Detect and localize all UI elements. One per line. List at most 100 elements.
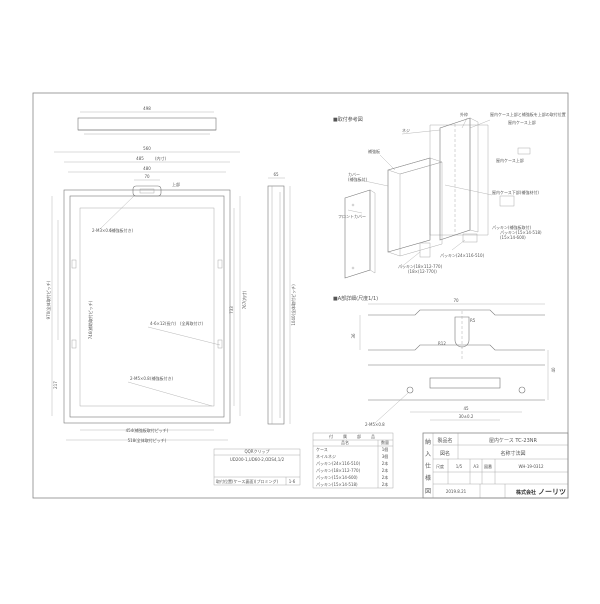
parts-subheader-qty: 数量 [381, 439, 389, 445]
detail-dim-left: 36 [351, 333, 356, 339]
dim-sub-width: 480 [143, 166, 151, 171]
detail-screw-label: 2-M5×0.8 [365, 422, 385, 427]
dim-height-1040: 1040(全体取付ピッチ) [290, 284, 296, 326]
label-case-bottom: 屋内ケース下部(補強材付) [492, 189, 539, 195]
dim-height-733: 733 [229, 306, 234, 314]
tb-side-4: 図 [425, 488, 431, 495]
screw-note: (補強板付き) [110, 227, 134, 233]
label-top2: 屋内ケース上部 [508, 119, 536, 125]
parts-row-2-qty: 2本 [382, 460, 389, 466]
tb-date: 2019.8.21 [446, 489, 467, 494]
packing-block-a [419, 242, 431, 258]
detail-title: ■A部詳細(尺度1/1) [333, 295, 378, 302]
packing-block-c [499, 195, 515, 207]
dim-outer-width: 560 [143, 146, 151, 151]
front-panel-recess [79, 207, 215, 407]
qr-row1: UD200-1,UD60-2,ODS4,1/2 [230, 457, 285, 462]
tb-number-label: 図番 [484, 463, 492, 469]
parts-header-1: 属 [343, 433, 347, 439]
parts-row-4-qty: 2本 [382, 474, 389, 480]
dim-inner-width-note: (内寸) [155, 155, 167, 161]
packing-block-b [462, 233, 478, 243]
top-strip [77, 117, 217, 131]
qr-row2-value: 1-6 [289, 479, 296, 484]
label-reinforce: 補強板 [368, 148, 380, 154]
label-cover: カバー [348, 172, 360, 177]
detail-hole-left [406, 386, 414, 394]
tb-company: 株式会社 [516, 489, 536, 496]
packing-block-d [517, 147, 531, 155]
tb-drawing-name: 名称寸法図 [500, 450, 525, 457]
qr-row2-label: 取付位置(ケース裏面)(プロミング) [216, 478, 278, 484]
dim-bottom-offset: 217 [53, 381, 58, 389]
label-screw: ネジ [402, 127, 410, 133]
detail-upper-edge [368, 309, 545, 316]
detail-dim-bottom2: 30±0.2 [459, 414, 474, 419]
install-view: ■取付参考図 ネジ 外枠 補強板 カバー (補強 [333, 111, 566, 279]
front-cover [344, 189, 371, 279]
parts-row-3-qty: 2本 [382, 467, 389, 473]
tb-side-0: 納 [425, 438, 431, 446]
tb-scale-value: 1/5 [456, 464, 463, 469]
tb-side-1: 入 [425, 451, 431, 458]
detail-dim-top: 70 [453, 298, 459, 303]
label-packing-b: パッキン(18×112-770) [398, 264, 443, 269]
dim-mount-pitch: 746(補助取付ピッチ) [87, 300, 93, 339]
bottom-screw-note: (補強板付き) [150, 375, 174, 381]
detail-r12: R12 [438, 341, 446, 346]
top-slot [132, 185, 162, 197]
label-cover-note: (補強板付) [348, 176, 368, 182]
side-profile [267, 185, 285, 425]
title-block: 納 入 仕 様 図 製品名 屋内ケース TC-23NR 図名 名称寸法図 尺度 … [422, 432, 569, 499]
front-view: 498 560 485 (内寸) 480 70 上部 2-M3×0.6 (補強板… [45, 106, 247, 443]
screw-label: 2-M3×0.6 [92, 228, 112, 233]
tb-product-name: 屋内ケース TC-23NR [489, 437, 537, 444]
parts-row-1-name: ネイルネジ [316, 453, 336, 459]
parts-header-0: 付 [329, 433, 333, 439]
parts-subheader-name: 品名 [341, 439, 349, 445]
tb-drawing-label: 図名 [440, 450, 450, 457]
drawing-frame [32, 92, 569, 499]
front-panel-outer [63, 189, 231, 424]
parts-table: 付 属 部 品 品名 数量 ケース 1個 ネイルネジ 3個 パッキン(24×11… [312, 432, 394, 489]
tb-size-label: A3 [473, 464, 479, 469]
qr-table: QQRクリップ UD200-1,UD60-2,ODS4,1/2 取付位置(ケース… [213, 448, 301, 486]
dim-top-width: 498 [143, 106, 151, 111]
label-case-right: 屋内ケース上部 [496, 157, 524, 163]
dim-height-767: 767(内寸) [241, 290, 247, 309]
parts-row-0-qty: 1個 [382, 446, 389, 452]
detail-dim-bottom: 45 [463, 406, 469, 411]
dim-upper-label: 上部 [172, 181, 180, 187]
parts-row-1-qty: 3個 [382, 453, 389, 459]
install-title: ■取付参考図 [333, 116, 363, 123]
detail-r5: R5 [470, 318, 476, 323]
parts-row-2-name: パッキン(24×116-510) [316, 461, 361, 466]
dim-bottom-total: 518(全体取付ピッチ) [128, 437, 167, 443]
hole-note: (全周取付け) [180, 320, 204, 326]
parts-row-5-name: パッキン(15×14-518) [316, 482, 358, 487]
tb-side-2: 仕 [425, 462, 431, 470]
dim-total-height: 970(全体取付ピッチ) [45, 280, 51, 319]
parts-row-4-name: パッキン(15×14-600) [316, 475, 358, 480]
tb-product-label: 製品名 [437, 437, 452, 444]
tb-scale-label: 尺度 [436, 463, 444, 469]
detail-slot [454, 316, 470, 348]
detail-bracket [429, 377, 501, 389]
side-view: 65 1040(全体取付ピッチ) [267, 172, 296, 425]
tb-side-3: 様 [425, 474, 431, 482]
label-frame-outer: 外枠 [460, 111, 468, 117]
parts-header-2: 部 [357, 433, 361, 439]
parts-row-0-name: ケース [316, 446, 328, 452]
tb-number-value: WH-19-0312 [518, 464, 544, 469]
bottom-screw-label: 2-M5×0.8 [130, 376, 150, 381]
label-packing-d: (15×14-600) [500, 235, 526, 240]
label-packing-c: パッキン(15×14-518) [500, 230, 542, 235]
detail-view: ■A部詳細(尺度1/1) 70 R5 R12 36 40 45 30±0.2 2… [333, 295, 556, 427]
parts-row-5-qty: 2本 [382, 481, 389, 487]
dim-side-depth: 65 [273, 172, 279, 177]
label-top: 屋内ケース上部と補強板を上部の取付位置 [490, 111, 566, 117]
dim-inner-width: 485 [136, 156, 144, 161]
label-packing-a: パッキン(24×116-510) [440, 253, 485, 258]
